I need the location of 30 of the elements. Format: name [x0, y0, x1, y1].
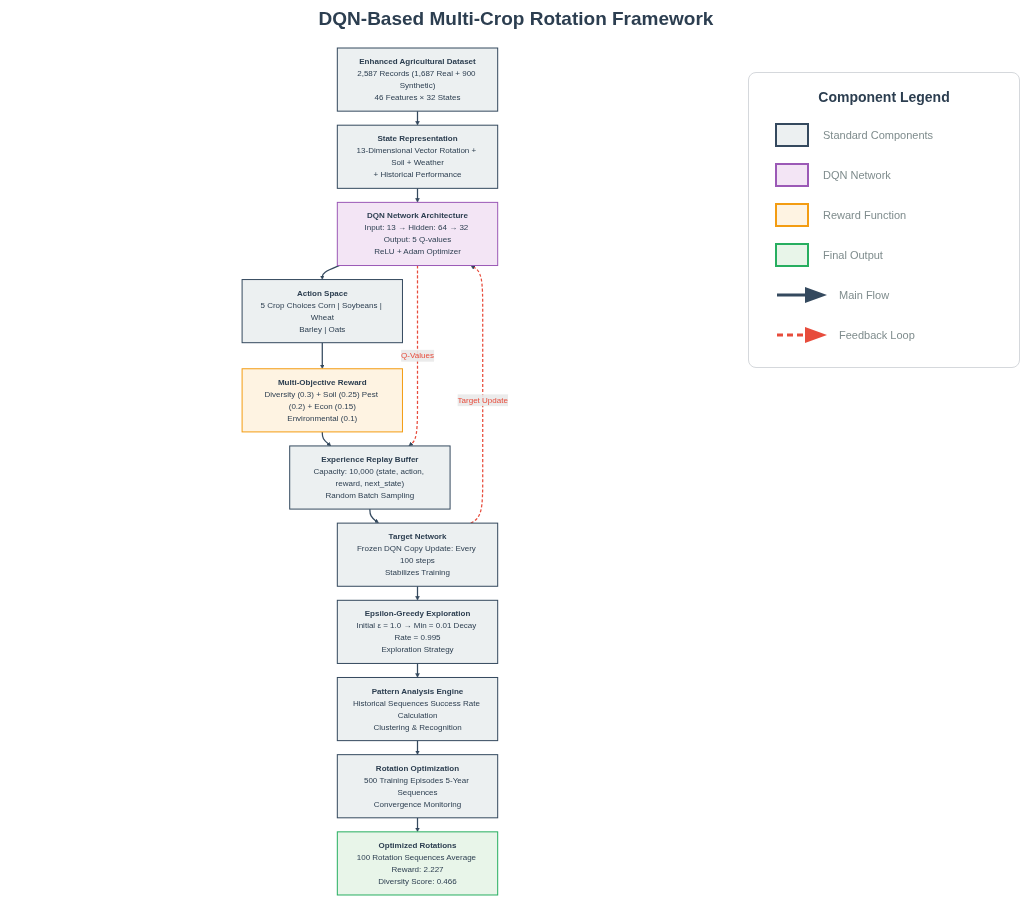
arrow	[320, 264, 341, 280]
node-box: Multi-Objective Reward Diversity (0.3) + Soil (0.25) Pest (0.2) + Econ (0.15) Environmental (0.1)	[241, 368, 403, 433]
node-box: Pattern Analysis Engine Historical Sequences Success Rate Calculation Clustering & Recognition	[336, 677, 499, 742]
edge-label: Target Update	[457, 395, 508, 405]
arrow	[369, 508, 379, 524]
node-box: Enhanced Agricultural Dataset 2,587 Records (1,687 Real + 900 Synthetic) 46 Features × 32 States	[336, 47, 499, 112]
arrow	[415, 187, 420, 203]
legend-text: Feedback Loop	[839, 329, 915, 341]
arrow	[408, 264, 419, 447]
node-box: Action Space 5 Crop Choices Corn | Soybeans | Wheat Barley | Oats	[241, 279, 403, 344]
arrow	[415, 740, 420, 755]
arrow	[321, 431, 332, 447]
arrow	[415, 817, 420, 833]
arrow	[320, 342, 325, 369]
node-box: Optimized Rotations 100 Rotation Sequences Average Reward: 2.227 Diversity Score: 0.466	[336, 831, 499, 896]
node-box: Epsilon-Greedy Exploration Initial ε = 1.0 → Min = 0.01 Decay Rate = 0.995 Exploration Strategy	[336, 599, 499, 664]
legend-text: Final Output	[823, 249, 883, 261]
legend-title: Component Legend	[817, 89, 951, 105]
legend-text: Reward Function	[823, 209, 907, 221]
diagram-title: DQN-Based Multi-Crop Rotation Framework	[317, 8, 715, 30]
legend-text: Standard Components	[823, 129, 934, 141]
node-box: Experience Replay Buffer Capacity: 10,000 (state, action, reward, next_state) Random Batch Sampling	[289, 445, 451, 510]
node-box: State Representation 13-Dimensional Vector Rotation + Soil + Weather + Historical Performance	[336, 124, 499, 189]
legend-text: DQN Network	[823, 169, 891, 181]
legend-text: Main Flow	[839, 289, 890, 301]
arrow	[470, 265, 484, 524]
node-box: DQN Network Architecture Input: 13 → Hidden: 64 → 32 Output: 5 Q-values ReLU + Adam Optimizer	[336, 201, 499, 266]
node-box: Target Network Frozen DQN Copy Update: Every 100 steps Stabilizes Training	[336, 522, 499, 587]
edge-label: Q-Values	[401, 351, 434, 360]
node-box: Rotation Optimization 500 Training Episodes 5-Year Sequences Convergence Monitoring	[336, 754, 499, 819]
